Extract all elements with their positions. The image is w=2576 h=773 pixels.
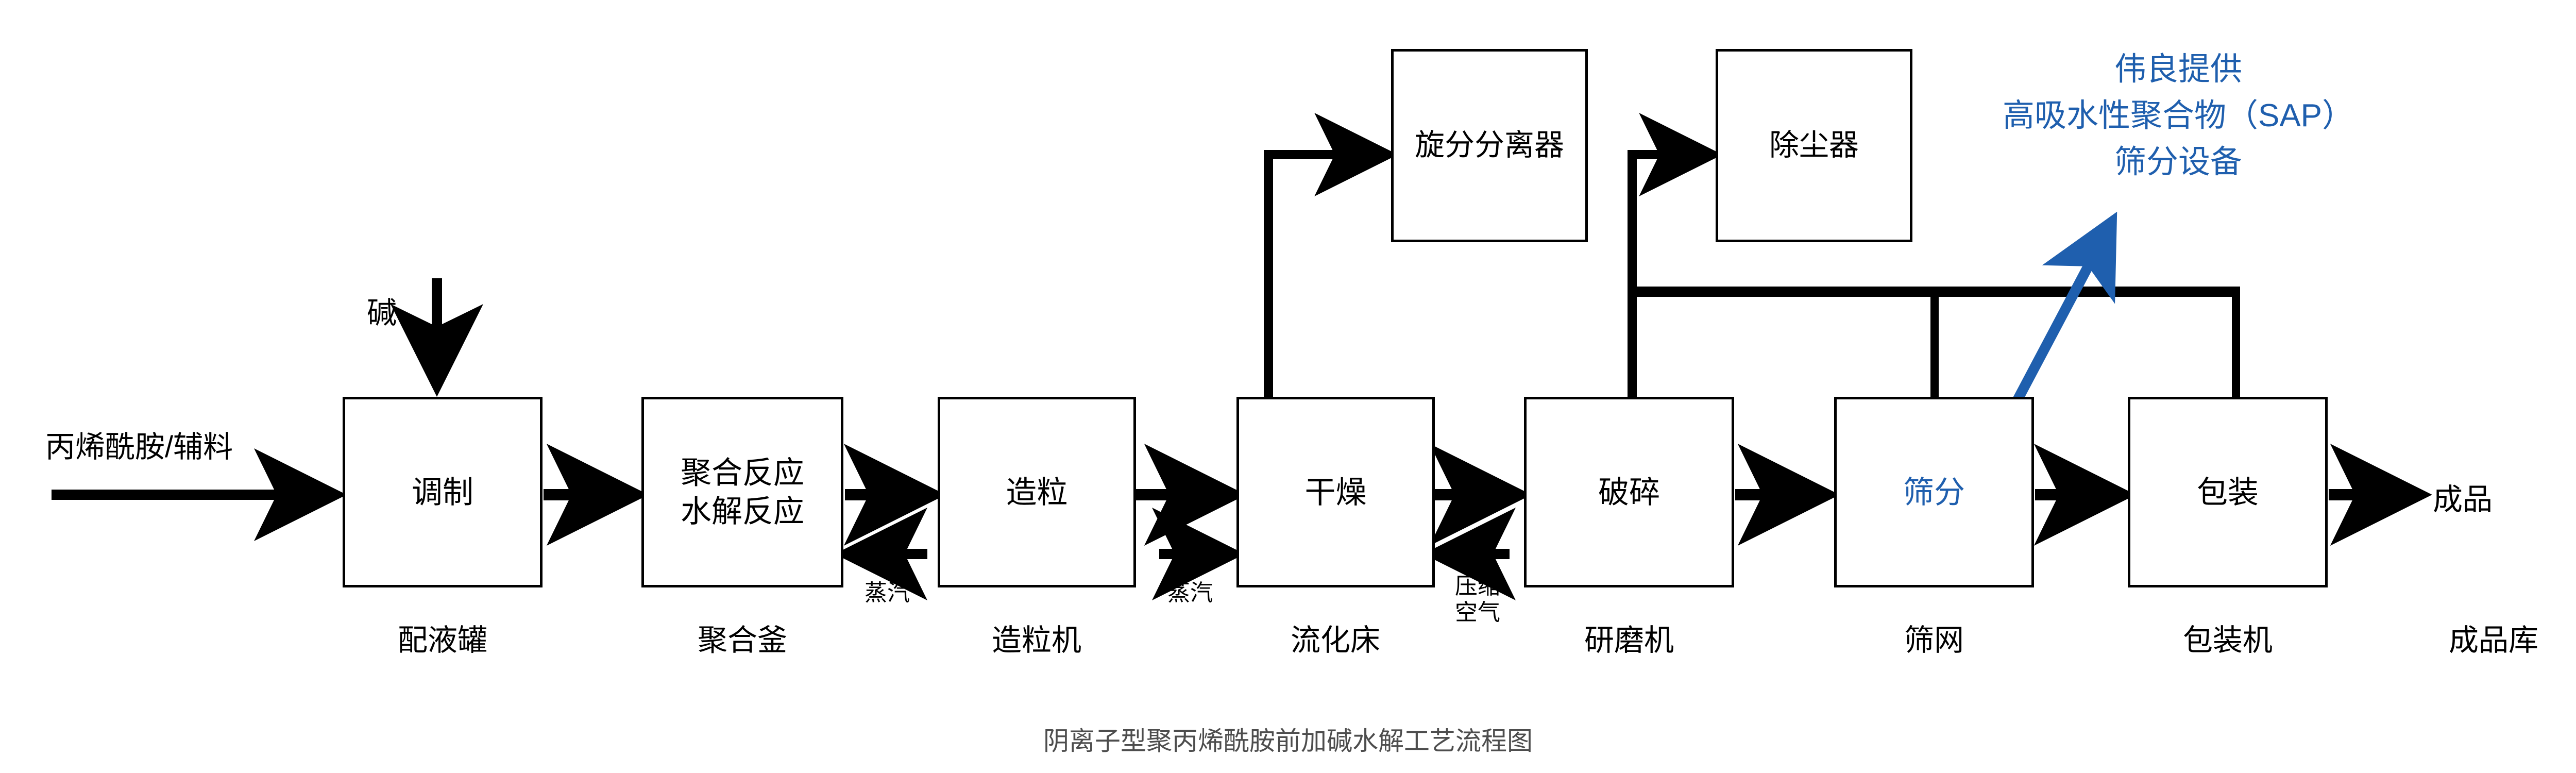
utility-label-steam-1: 蒸汽: [865, 580, 910, 606]
process-box-shaifen[interactable]: 筛分: [1834, 397, 2034, 587]
process-box-posui[interactable]: 破碎: [1524, 397, 1734, 587]
utility-label-compressed-air-line2: 空气: [1455, 600, 1500, 626]
process-box-zaoli-label: 造粒: [1006, 475, 1068, 510]
equipment-caption-yanmoji: 研磨机: [1584, 624, 1674, 657]
process-box-shuijie-label: 水解反应: [681, 494, 804, 529]
process-box-baozhuang-label: 包装: [2197, 475, 2259, 510]
process-box-juhe-label: 聚合反应: [681, 456, 804, 490]
equipment-caption-juhefu: 聚合釜: [697, 624, 788, 657]
equipment-caption-zaoliji: 造粒机: [991, 624, 1082, 657]
process-box-cyclone-separator[interactable]: 旋分分离器: [1391, 49, 1588, 242]
vendor-annotation-line1: 伟良提供: [2114, 52, 2242, 87]
process-box-ganzao-label: 干燥: [1304, 475, 1367, 510]
process-box-tiaozhi-label: 调制: [412, 475, 473, 510]
equipment-caption-baozhuangji: 包装机: [2182, 624, 2273, 657]
process-box-tiaozhi[interactable]: 调制: [343, 397, 543, 587]
inlet-stream-label: 丙烯酰胺/辅料: [45, 430, 233, 464]
utility-label-steam-2: 蒸汽: [1167, 580, 1213, 606]
utility-label-compressed-air-line1: 压缩: [1455, 574, 1500, 599]
vendor-annotation-line2: 高吸水性聚合物（SAP）: [2002, 97, 2354, 133]
equipment-caption-peiyeguan: 配液罐: [397, 624, 488, 657]
process-box-juhe-shuijie[interactable]: 聚合反应 水解反应: [641, 397, 843, 587]
process-box-ganzao[interactable]: 干燥: [1236, 397, 1435, 587]
figure-caption: 阴离子型聚丙烯酰胺前加碱水解工艺流程图: [1043, 727, 1533, 755]
process-box-zaoli[interactable]: 造粒: [938, 397, 1136, 587]
process-box-dust-collector[interactable]: 除尘器: [1716, 49, 1912, 242]
utility-label-compressed-air: 压缩 空气: [1455, 573, 1500, 626]
process-box-posui-label: 破碎: [1598, 475, 1660, 510]
process-box-cyclone-label: 旋分分离器: [1414, 128, 1564, 162]
process-box-baozhuang[interactable]: 包装: [2128, 397, 2328, 587]
equipment-caption-chengpinku: 成品库: [2448, 624, 2539, 657]
process-box-shaifen-label: 筛分: [1903, 475, 1965, 510]
manifold-dust-suction-header: [1628, 287, 2240, 398]
alkali-stream-label: 碱: [367, 296, 397, 330]
equipment-caption-shaiwang: 筛网: [1904, 624, 1964, 657]
equipment-caption-liuhuachuang: 流化床: [1290, 624, 1381, 657]
outlet-stream-label: 成品: [2433, 483, 2493, 516]
process-box-dust-collector-label: 除尘器: [1769, 128, 1859, 162]
vendor-annotation: 伟良提供 高吸水性聚合物（SAP） 筛分设备: [2003, 46, 2354, 186]
connector-posui-to-dustcollector: [1628, 113, 1723, 398]
vendor-annotation-line3: 筛分设备: [2114, 144, 2242, 180]
connector-ganzao-to-cyclone: [1264, 113, 1398, 398]
